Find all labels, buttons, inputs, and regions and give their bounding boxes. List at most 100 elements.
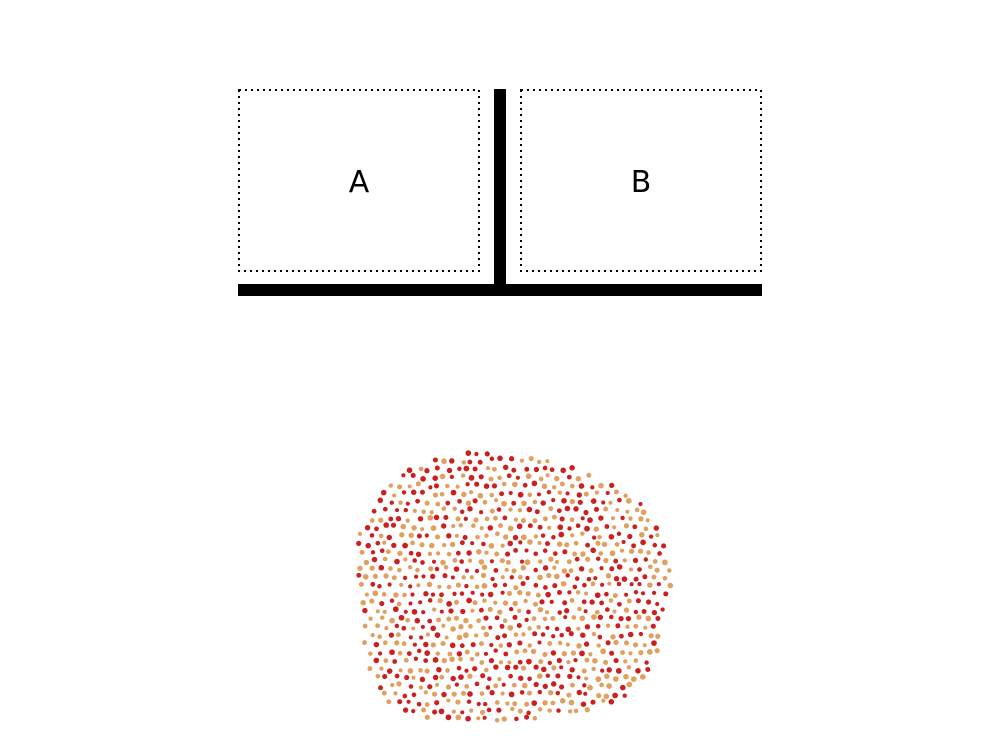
particle-dot [597,614,604,620]
particle-dot [542,616,548,622]
particle-dot [652,558,658,564]
particle-dot [488,625,493,630]
particle-dot [446,616,452,622]
particle-dot [550,700,556,706]
particle-dot [652,542,658,548]
particle-dot [607,581,612,586]
particle-dot [569,498,576,505]
particle-dot [497,677,502,682]
particle-dot [472,666,478,672]
particle-dot [496,707,502,713]
particle-dot [613,658,619,664]
particle-dot [386,534,393,541]
particle-dot [590,485,595,490]
particle-dot [477,492,484,499]
particle-dot [412,508,417,513]
particle-dot [389,617,395,624]
particle-dot [486,707,492,713]
particle-dot [640,509,647,516]
particle-dot [571,615,577,620]
particle-dot [613,489,619,495]
particle-dot [432,457,438,463]
particle-dot [441,623,446,628]
particle-dot [373,641,380,648]
particle-dot [593,576,598,581]
particle-dot [488,543,495,549]
particle-dot [489,642,494,648]
particle-dot [432,709,438,715]
particle-dot [506,473,512,479]
particle-dot [476,701,481,707]
particle-dot [483,615,489,621]
particle-dot [513,632,519,637]
particle-dot [467,558,473,563]
particle-dot [518,540,523,545]
particle-dot [476,716,481,721]
particle-dot [564,608,570,614]
particle-dot [503,651,509,657]
particle-dot [455,516,461,522]
particle-dot [465,450,472,456]
particle-dot [430,525,437,531]
particle-dot [403,507,409,513]
particle-dot [356,572,362,578]
particle-dot [517,640,523,646]
particle-dot [632,524,638,530]
particle-dot [423,591,429,597]
particle-dot [617,497,622,503]
particle-dot [474,681,480,687]
particle-dot [551,514,557,520]
particle-dot [655,533,660,538]
particle-dot [432,492,439,498]
particle-dot [381,690,387,696]
particle-dot [603,693,610,700]
particle-dot [390,522,397,528]
particle-dot [494,551,500,557]
particle-dot [551,535,556,540]
particle-dot [546,572,552,579]
particle-dot [518,574,523,580]
particle-dot [371,556,378,563]
particle-dot [552,583,558,589]
particle-dot [420,527,425,532]
particle-dot [524,714,530,720]
particle-dot [420,624,425,629]
particle-dot [508,691,515,698]
particle-dot [535,592,541,598]
particle-dot [512,701,518,707]
particle-dot [547,660,552,666]
particle-dot [533,466,540,473]
particle-dot [623,523,630,529]
particle-dot [609,614,614,620]
particle-dot [616,531,622,537]
particle-dot [470,541,475,546]
particle-dot [542,548,548,553]
particle-dot [539,599,545,605]
particle-dot [481,625,486,631]
particle-dot [623,673,629,680]
particle-dot [415,498,420,504]
particle-dot [581,599,587,605]
particle-dot [545,591,551,598]
particle-dot [538,476,544,482]
particle-dot [423,641,429,648]
particle-dot [484,533,489,538]
particle-dot [507,540,513,547]
particle-dot [439,491,445,497]
particle-dot [489,690,495,696]
particle-dot [597,534,602,540]
particle-dot [488,657,495,664]
particle-dot [497,475,502,481]
particle-dot [445,483,450,489]
particle-dot [371,508,377,514]
particle-dot [533,601,538,607]
particle-dot [524,701,530,707]
particle-dot [482,715,487,720]
particle-dot [522,648,528,654]
particle-dot [483,701,488,707]
particle-dot [481,583,488,589]
particle-dot [565,626,572,633]
particle-dot [372,590,379,597]
particle-dot [440,640,446,647]
particle-dot [537,673,543,679]
